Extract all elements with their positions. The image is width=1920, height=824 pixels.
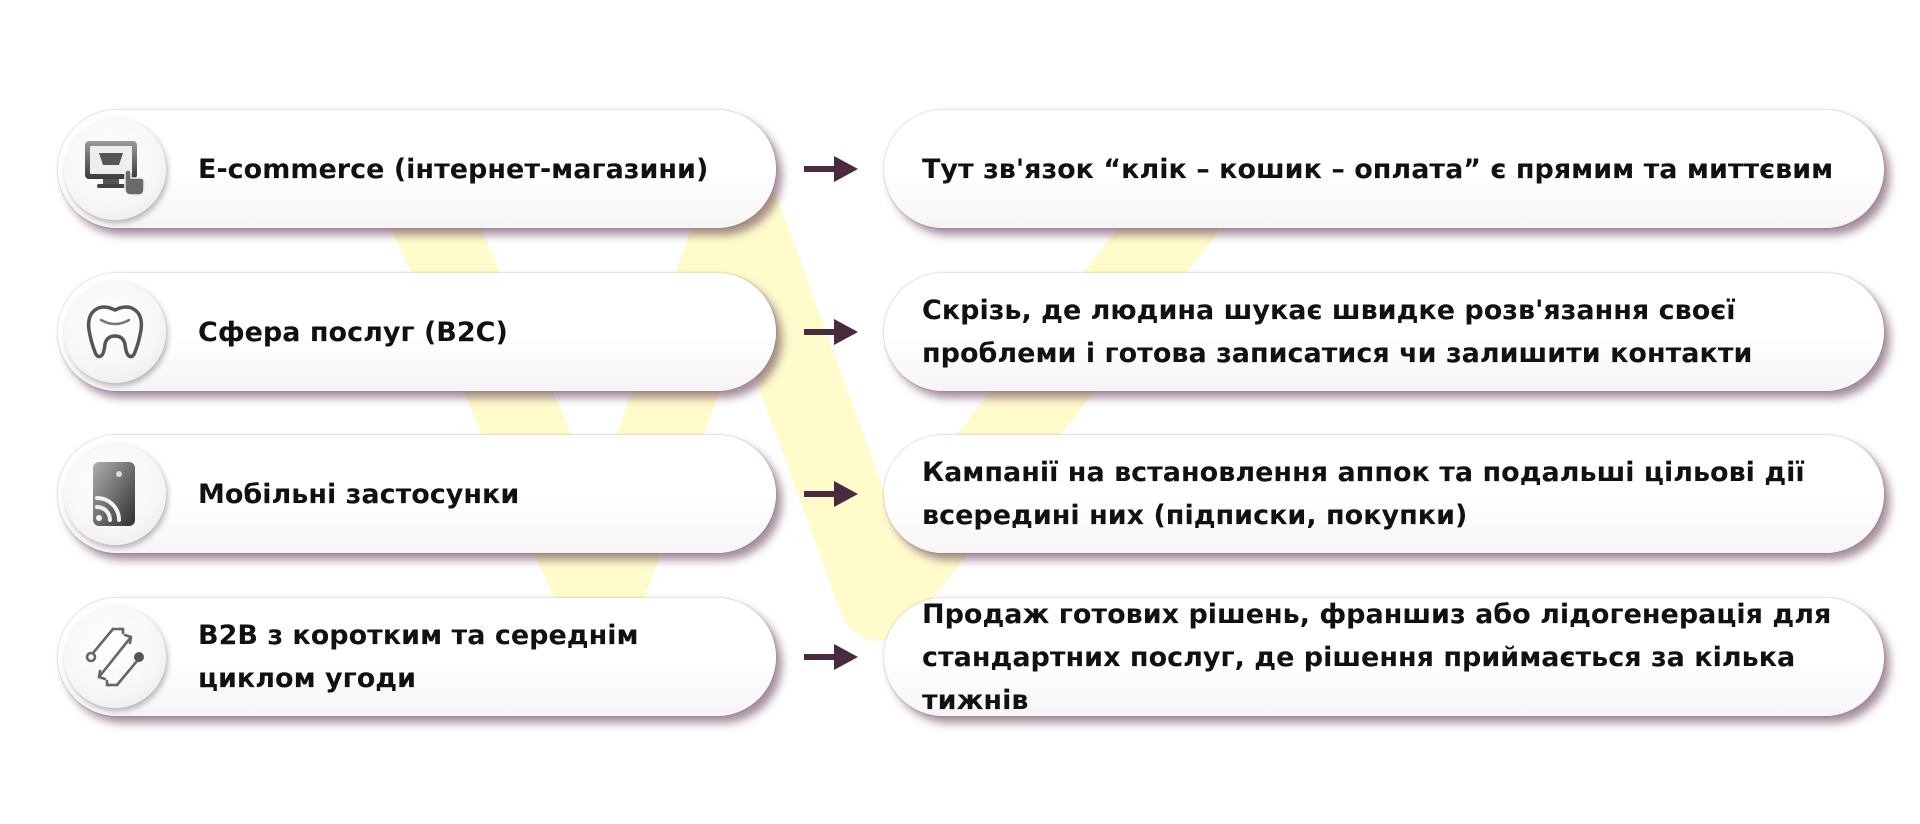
description-text: Тут зв'язок “клік – кошик – оплата” є пр… (922, 153, 1834, 185)
description-pill: Скрізь, де людина шукає швидке розв'язан… (884, 273, 1884, 391)
description-pill: Тут зв'язок “клік – кошик – оплата” є пр… (884, 110, 1884, 228)
description-pill: Кампанії на встановлення аппок та подаль… (884, 435, 1884, 553)
tooth-icon (86, 305, 144, 359)
description-pill: Продаж готових рішень, франшиз або лідог… (884, 598, 1884, 716)
arrow-right-icon (804, 156, 858, 182)
icon-circle (64, 118, 166, 220)
row-ecommerce: E-commerce (інтернет-магазини) Тут зв'яз… (0, 110, 1920, 232)
arrow-right-icon (804, 319, 858, 345)
category-pill: Сфера послуг (B2C) (58, 273, 776, 391)
description-text: Скрізь, де людина шукає швидке розв'язан… (922, 295, 1753, 369)
row-b2b: B2B з коротким та середнім циклом угоди … (0, 598, 1920, 720)
description-text: Продаж готових рішень, франшиз або лідог… (922, 598, 1832, 716)
icon-circle (64, 606, 166, 708)
category-label: E-commerce (інтернет-магазини) (198, 153, 709, 185)
category-pill: E-commerce (інтернет-магазини) (58, 110, 776, 228)
row-mobile-apps: Мобільні застосунки Кампанії на встановл… (0, 435, 1920, 557)
phone-nfc-icon (93, 462, 135, 526)
arrow-right-icon (804, 481, 858, 507)
icon-circle (64, 443, 166, 545)
category-pill: Мобільні застосунки (58, 435, 776, 553)
description-text: Кампанії на встановлення аппок та подаль… (922, 457, 1805, 531)
category-label: B2B з коротким та середнім циклом угоди (198, 620, 639, 694)
icon-circle (64, 281, 166, 383)
computer-cart-icon (85, 141, 145, 196)
row-services: Сфера послуг (B2C) Скрізь, де людина шук… (0, 273, 1920, 395)
exchange-arrows-icon (85, 627, 144, 687)
arrow-right-icon (804, 644, 858, 670)
category-label: Мобільні застосунки (198, 478, 520, 510)
category-pill: B2B з коротким та середнім циклом угоди (58, 598, 776, 716)
category-label: Сфера послуг (B2C) (198, 316, 508, 348)
